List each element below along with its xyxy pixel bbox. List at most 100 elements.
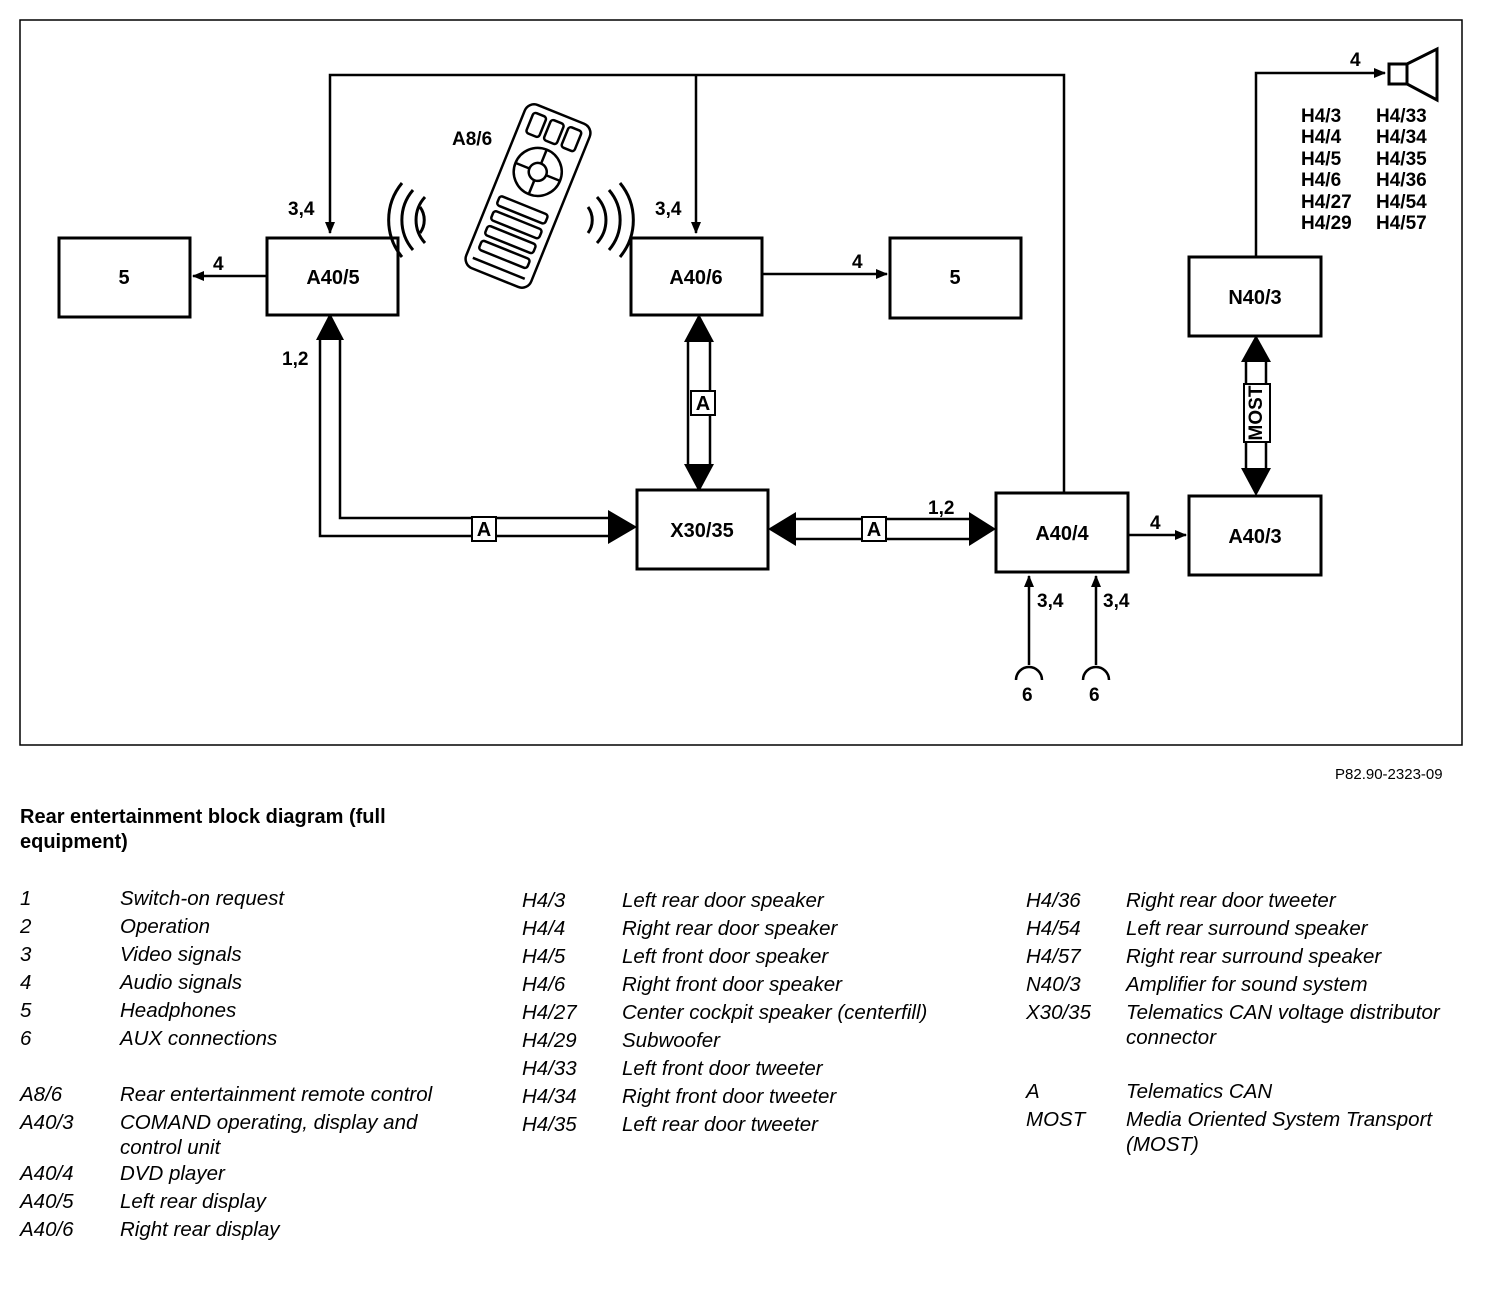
legend-key: A40/6 xyxy=(20,1218,74,1241)
speaker-h4-35: H4/35 xyxy=(1376,149,1427,170)
arrowhead-a40-6-up xyxy=(684,314,714,342)
block-n40-3-label: N40/3 xyxy=(1228,287,1281,309)
legend-row: H4/4 Right rear door speaker xyxy=(522,915,992,943)
label-aux2: 6 xyxy=(1089,685,1100,706)
page-title: Rear entertainment block diagram (full e… xyxy=(20,806,386,853)
legend-row: N40/3 Amplifier for sound system xyxy=(1026,971,1486,999)
block-a40-6 xyxy=(629,236,764,317)
legend-key: H4/6 xyxy=(522,973,566,996)
legend-key: H4/34 xyxy=(522,1085,577,1108)
legend-key: H4/36 xyxy=(1026,889,1081,912)
legend-key: H4/4 xyxy=(522,917,566,940)
can-bus-left-outer xyxy=(318,336,610,538)
legend-key: H4/29 xyxy=(522,1029,577,1052)
speaker-h4-6: H4/6 xyxy=(1301,170,1341,191)
speaker-h4-3: H4/3 xyxy=(1301,106,1341,127)
legend-key: A40/4 xyxy=(20,1162,74,1185)
label-34-aux2: 3,4 xyxy=(1103,591,1130,612)
legend-value: AUX connections xyxy=(120,1027,278,1050)
legend-value: Audio signals xyxy=(120,971,242,994)
block-x30-35-label: X30/35 xyxy=(670,520,733,542)
speaker-h4-4: H4/4 xyxy=(1301,127,1342,148)
label-aux1: 6 xyxy=(1022,685,1033,706)
legend-row: 6 AUX connections xyxy=(20,1025,480,1053)
label-34-left: 3,4 xyxy=(288,199,315,220)
block-diagram: A A A MOST 5 A40/5 A40/6 5 N40/3 X30/35 … xyxy=(19,19,1463,746)
speaker-h4-34: H4/34 xyxy=(1376,127,1427,148)
speaker-h4-5: H4/5 xyxy=(1301,149,1342,170)
speaker-h4-57: H4/57 xyxy=(1376,213,1427,234)
legend-key: A40/3 xyxy=(20,1111,74,1134)
diagram-frame xyxy=(19,19,1463,746)
block-headphones-right xyxy=(888,236,1023,320)
wireless-signal-right-icon xyxy=(586,182,635,258)
label-4-speaker: 4 xyxy=(1350,50,1361,71)
block-x30-35 xyxy=(635,488,770,571)
block-a40-6-label: A40/6 xyxy=(669,267,722,289)
legend-key: 6 xyxy=(20,1027,32,1050)
can-tag-right: A xyxy=(867,519,881,541)
can-tag-mid-box xyxy=(690,390,716,416)
legend-value: Telematics CAN voltage distributor conne… xyxy=(1126,1001,1440,1049)
label-4-left: 4 xyxy=(213,254,224,275)
legend-value: Left rear surround speaker xyxy=(1126,917,1368,940)
legend-key: 4 xyxy=(20,971,32,994)
legend-value: Headphones xyxy=(120,999,237,1022)
label-4-a40-4: 4 xyxy=(1150,513,1161,534)
legend-key: N40/3 xyxy=(1026,973,1081,996)
can-tag-mid: A xyxy=(696,393,710,415)
legend-value: Left front door speaker xyxy=(622,945,829,968)
legend-value: COMAND operating, display and control un… xyxy=(120,1111,418,1159)
n40-3-to-speaker-line xyxy=(1254,68,1386,257)
arrowhead-x30-35-up-in xyxy=(684,464,714,492)
legend-row: A40/3 COMAND operating, display and contr… xyxy=(20,1109,480,1160)
legend-value: Telematics CAN xyxy=(1126,1080,1273,1103)
legend-value: Right rear door speaker xyxy=(622,917,838,940)
arrowhead-a40-3-down xyxy=(1241,468,1271,496)
label-12-left: 1,2 xyxy=(282,349,308,370)
legend-value: Left rear display xyxy=(120,1190,266,1213)
label-4-right: 4 xyxy=(852,252,863,273)
block-a40-4-label: A40/4 xyxy=(1035,523,1089,545)
wireless-signal-left-icon xyxy=(387,182,427,258)
can-tag-left-box xyxy=(471,516,497,542)
remote-control-icon xyxy=(464,103,592,289)
legend-key: H4/54 xyxy=(1026,917,1081,940)
block-a40-5 xyxy=(265,236,400,317)
label-34-aux1: 3,4 xyxy=(1037,591,1064,612)
legend-value: Media Oriented System Transport (MOST) xyxy=(1126,1108,1433,1156)
label-12-mid: 1,2 xyxy=(928,498,954,519)
arrowhead-n40-3-up xyxy=(1241,335,1271,362)
speaker-h4-54: H4/54 xyxy=(1376,192,1427,213)
legend-row: 4 Audio signals xyxy=(20,969,480,997)
legend-key: 1 xyxy=(20,887,32,910)
legend-key: H4/35 xyxy=(522,1113,577,1136)
can-bus-left-inner xyxy=(338,336,610,520)
legend-key: A8/6 xyxy=(20,1083,63,1106)
speaker-h4-33: H4/33 xyxy=(1376,106,1427,127)
legend-row: H4/54 Left rear surround speaker xyxy=(1026,915,1486,943)
aux-jack-1-icon xyxy=(1014,665,1044,681)
block-a40-3 xyxy=(1187,494,1323,577)
legend-value: Left front door tweeter xyxy=(622,1057,823,1080)
legend-value: Amplifier for sound system xyxy=(1126,973,1368,996)
block-a40-3-label: A40/3 xyxy=(1228,526,1281,548)
block-a40-5-label: A40/5 xyxy=(306,267,359,289)
legend-value: Right front door tweeter xyxy=(622,1085,837,1108)
legend-row: H4/34 Right front door tweeter xyxy=(522,1083,992,1111)
